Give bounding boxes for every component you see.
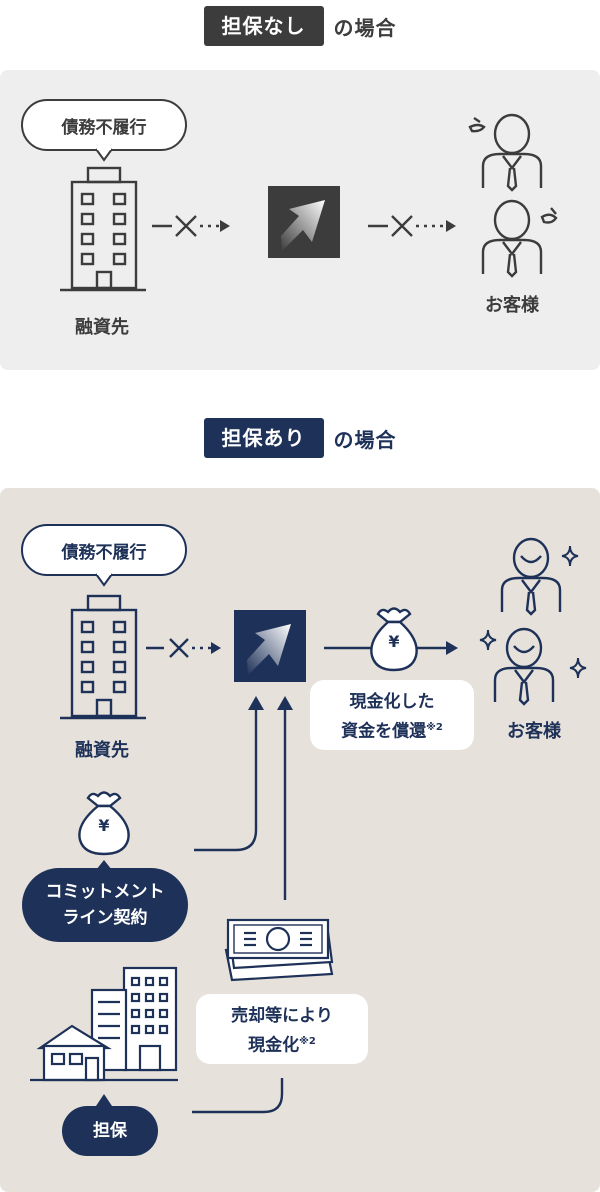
top-customer-icon-1	[483, 115, 541, 190]
top-blocked-arrow-right	[368, 216, 456, 236]
repay-note-line1: 現金化した	[310, 689, 474, 715]
top-default-label: 債務不履行	[22, 113, 186, 138]
sale-note-line2: 現金化	[248, 1036, 299, 1056]
repay-note-mark: ※2	[426, 722, 443, 733]
repay-note: 現金化した 資金を償還※2	[310, 689, 474, 745]
sale-note-line2-wrap: 現金化※2	[196, 1029, 368, 1059]
yen-symbol: ¥	[90, 816, 118, 835]
bottom-title: 担保あり の場合	[0, 418, 600, 458]
top-logo-icon	[268, 186, 340, 258]
bottom-borrower-label: 融資先	[50, 736, 154, 762]
sweat-icon	[470, 118, 484, 131]
bottom-title-tag: 担保あり	[204, 418, 324, 458]
banknote-icon	[226, 920, 332, 980]
bottom-customers-label: お客様	[484, 717, 584, 743]
top-borrower-label: 融資先	[50, 313, 154, 339]
commitment-line2: ライン契約	[22, 905, 188, 931]
top-blocked-arrow-left	[152, 216, 230, 236]
commitment-label: コミットメント ライン契約	[22, 879, 188, 931]
collateral-label: 担保	[62, 1118, 158, 1144]
bottom-default-label: 債務不履行	[22, 538, 186, 563]
top-customers-label: お客様	[462, 291, 562, 317]
repay-note-line2-wrap: 資金を償還※2	[310, 715, 474, 745]
repay-note-line2: 資金を償還	[341, 722, 426, 742]
commitment-line1: コミットメント	[22, 879, 188, 905]
bottom-logo-icon	[234, 610, 306, 682]
yen-symbol: ¥	[380, 632, 408, 651]
sale-note-line1: 売却等により	[196, 1003, 368, 1029]
sweat-icon	[542, 208, 556, 223]
sale-note: 売却等により 現金化※2	[196, 1003, 368, 1059]
top-building-icon	[60, 168, 146, 290]
sale-note-mark: ※2	[299, 1036, 316, 1047]
top-customer-icon-2	[483, 201, 541, 276]
bottom-title-suffix: の場合	[334, 424, 397, 453]
